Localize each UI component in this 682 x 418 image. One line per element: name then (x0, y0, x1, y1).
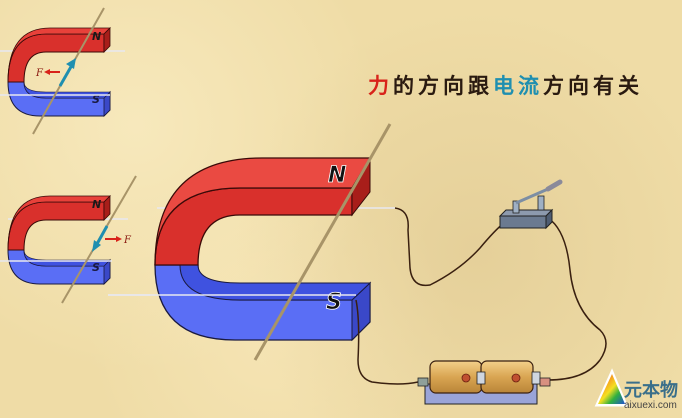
small-diagram-top: N S F (0, 7, 125, 135)
watermark-url: aixuexi.com (624, 400, 677, 411)
south-label: S (92, 93, 100, 106)
watermark-text: 元本物 (624, 380, 678, 401)
title-force: 力 (368, 74, 393, 98)
watermark-logo (594, 368, 629, 407)
switch-handle[interactable] (545, 179, 563, 192)
battery-terminal (417, 377, 429, 387)
force-label: F (123, 235, 132, 246)
small-diagram-middle: N S F (0, 175, 150, 304)
wire (547, 217, 607, 381)
north-label: N (328, 163, 346, 188)
north-label: N (92, 30, 101, 43)
knife-switch[interactable] (498, 179, 563, 230)
north-label: N (92, 198, 101, 211)
current-arrow-head-icon (92, 240, 101, 252)
battery-cell (429, 360, 483, 394)
force-arrow-head-icon (44, 69, 50, 75)
wire (394, 207, 506, 287)
south-label: S (92, 261, 100, 274)
page-title: 力的方向跟电流方向有关 (368, 70, 643, 100)
south-label: S (326, 290, 342, 315)
title-segment: 方向有关 (543, 74, 643, 98)
force-label: F (35, 68, 44, 79)
current-arrow (58, 64, 74, 87)
title-segment: 的方向跟 (393, 74, 493, 98)
battery-pack (417, 360, 551, 405)
conductor-rod (253, 123, 392, 361)
battery-cell (480, 360, 534, 394)
wire (355, 299, 419, 385)
main-diagram: N S (108, 123, 607, 405)
battery-terminal (539, 377, 551, 387)
current-arrow-head-icon (66, 58, 76, 69)
title-current: 电流 (493, 74, 543, 98)
force-arrow-head-icon (116, 236, 122, 242)
current-arrow (95, 225, 109, 245)
